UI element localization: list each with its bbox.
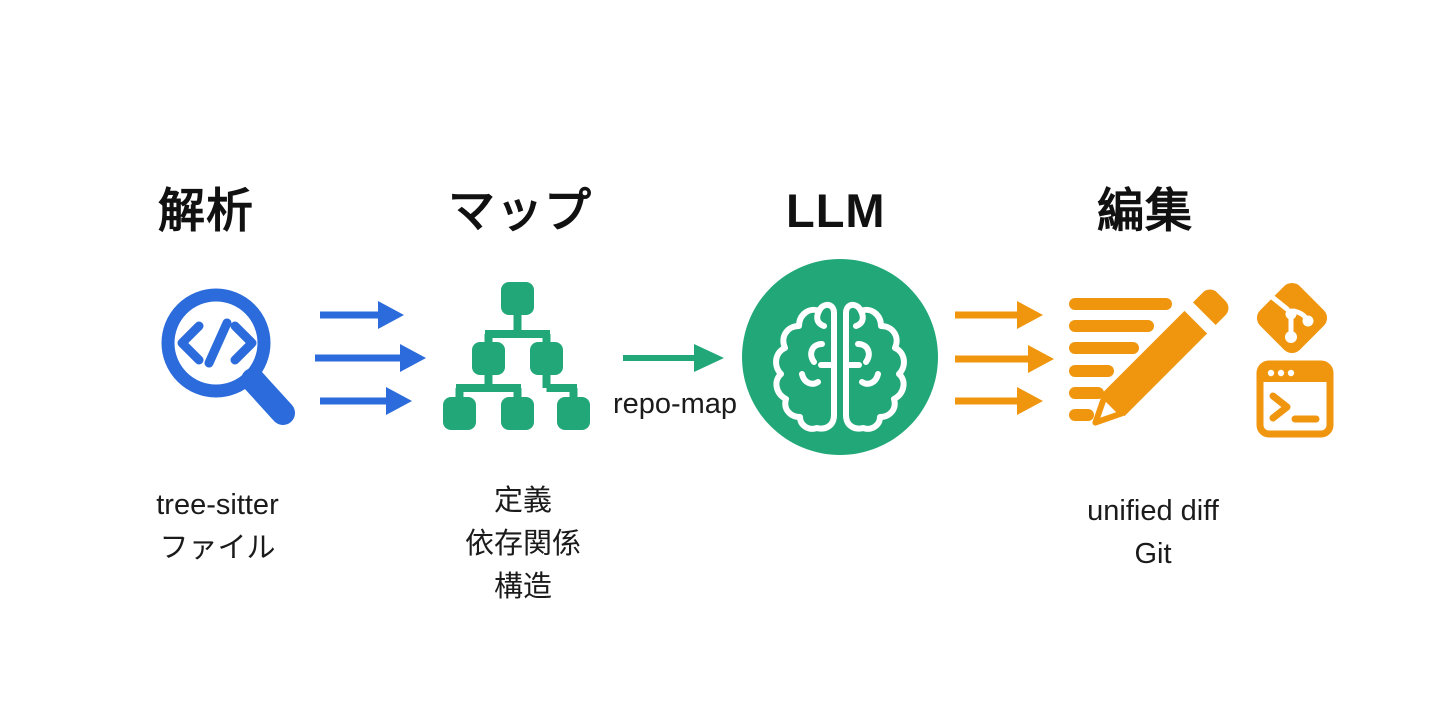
analysis-caption-line-1: tree-sitter xyxy=(156,489,279,521)
git-logo-icon xyxy=(1250,276,1334,365)
map-caption-line-2: 依存関係 xyxy=(464,528,581,560)
analysis-caption-line-2: ファイル xyxy=(159,532,276,564)
repo-map-label: repo-map xyxy=(612,388,738,420)
map-to-llm-arrow-icon xyxy=(620,340,726,381)
stage-title-analysis: 解析 xyxy=(158,184,254,237)
map-caption-line-1: 定義 xyxy=(493,485,552,517)
stage-title-edit: 編集 xyxy=(1097,184,1193,237)
pencil-edit-list-icon xyxy=(1066,286,1234,439)
hierarchy-tree-icon xyxy=(438,278,600,445)
terminal-window-icon xyxy=(1256,360,1334,443)
code-search-magnifier-icon xyxy=(152,280,307,443)
map-caption-line-3: 構造 xyxy=(493,571,552,603)
stage-title-map: マップ xyxy=(448,184,592,237)
analysis-to-map-arrows-icon xyxy=(312,296,432,423)
edit-caption-line-1: unified diff xyxy=(1087,495,1219,527)
llm-brain-icon xyxy=(742,259,938,455)
analysis-caption: tree-sitter ファイル xyxy=(110,484,325,570)
llm-to-edit-arrows-icon xyxy=(950,298,1070,423)
edit-caption-line-2: Git xyxy=(1134,538,1172,570)
stage-title-llm: LLM xyxy=(786,184,886,237)
map-caption: 定義 依存関係 構造 xyxy=(420,480,626,609)
edit-caption: unified diff Git xyxy=(1040,490,1266,576)
